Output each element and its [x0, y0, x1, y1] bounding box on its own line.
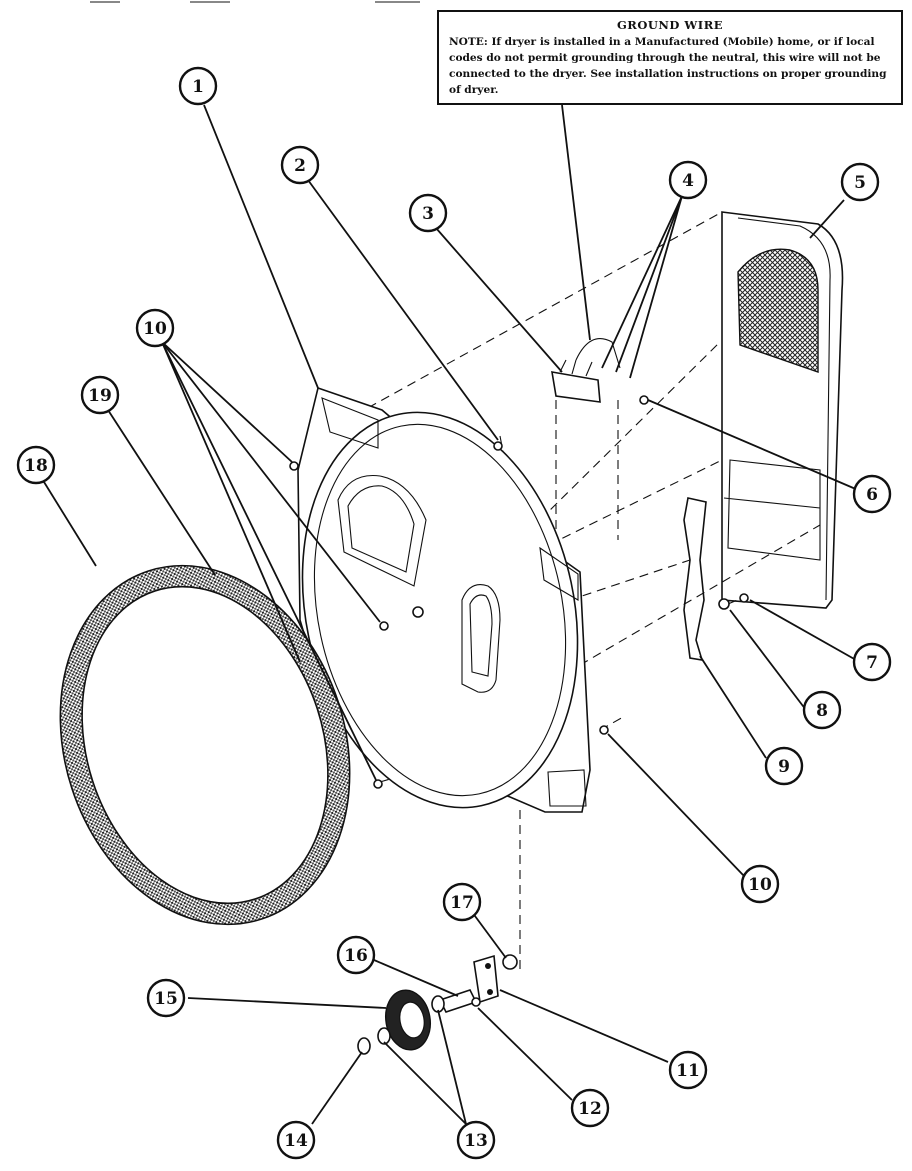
callout-12-label: 12 [578, 1099, 602, 1119]
callout-1-label: 1 [192, 77, 204, 97]
callout-15: 15 [146, 978, 186, 1018]
callout-12: 12 [570, 1088, 610, 1128]
callout-17: 17 [442, 882, 482, 922]
callout-19-label: 19 [88, 386, 112, 406]
callout-16: 16 [336, 935, 376, 975]
callout-11-label: 11 [676, 1061, 700, 1081]
callout-3: 3 [408, 193, 448, 233]
bracket [683, 497, 707, 662]
callout-2-label: 2 [294, 156, 306, 176]
callout-10-lower-label: 10 [748, 875, 772, 895]
callout-4-label: 4 [682, 171, 694, 191]
ground-wire-note: GROUND WIRE NOTE: If dryer is installed … [437, 10, 903, 105]
callout-3-label: 3 [422, 204, 434, 224]
leader-lines [43, 104, 859, 1125]
felt-seal [59, 564, 351, 926]
callout-11: 11 [668, 1050, 708, 1090]
callout-7-label: 7 [866, 653, 878, 673]
callout-7: 7 [852, 642, 892, 682]
note-title: GROUND WIRE [616, 18, 724, 32]
callout-1: 1 [178, 66, 218, 106]
callout-19: 19 [80, 375, 120, 415]
callout-18-label: 18 [24, 456, 48, 476]
callout-10-upper-label: 10 [143, 319, 167, 339]
front-bulkhead [297, 386, 591, 813]
callout-16-label: 16 [344, 946, 368, 966]
callout-9-label: 9 [778, 757, 790, 777]
callout-5: 5 [840, 162, 880, 202]
note-text: NOTE: If dryer is installed in a Manufac… [449, 36, 887, 96]
callout-10-upper: 10 [135, 308, 175, 348]
screws [289, 395, 749, 789]
callout-14-label: 14 [284, 1131, 308, 1151]
callout-6-label: 6 [866, 485, 878, 505]
callout-15-label: 15 [154, 989, 178, 1009]
terminal-block [551, 338, 621, 403]
callout-5-label: 5 [854, 173, 866, 193]
callout-18: 18 [16, 445, 56, 485]
callout-2: 2 [280, 145, 320, 185]
callout-13: 13 [456, 1120, 496, 1160]
roller-assembly [357, 954, 518, 1055]
callout-9: 9 [764, 746, 804, 786]
callout-4: 4 [668, 160, 708, 200]
callout-14: 14 [276, 1120, 316, 1160]
callout-10-lower: 10 [740, 864, 780, 904]
callout-17-label: 17 [450, 893, 474, 913]
rear-panel [721, 211, 844, 609]
callout-6: 6 [852, 474, 892, 514]
callout-8-label: 8 [816, 701, 828, 721]
callout-8: 8 [802, 690, 842, 730]
callout-13-label: 13 [464, 1131, 488, 1151]
